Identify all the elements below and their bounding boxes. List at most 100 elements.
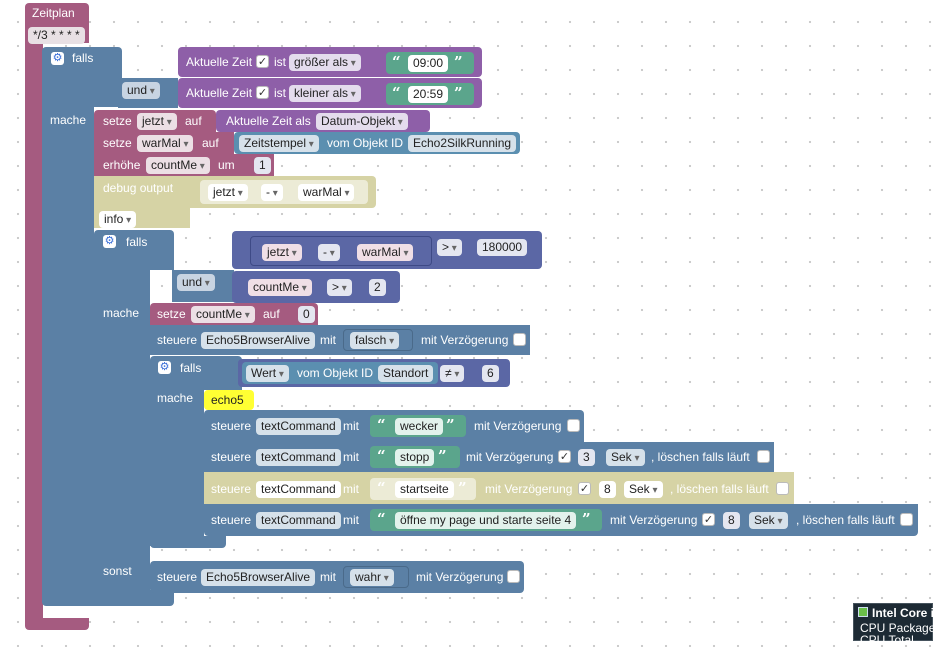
time-label-1: Aktuelle Zeit (186, 55, 253, 69)
command-target[interactable]: textCommand (256, 512, 341, 529)
delay-label: mit Verzögerung (474, 419, 562, 433)
widget-line-1: CPU Package (860, 621, 933, 635)
clear-if-running-label: , löschen falls läuft (651, 450, 750, 464)
minus-operator[interactable]: - (261, 184, 283, 201)
comment-label: echo5 (211, 393, 244, 407)
quote-close-icon: ” (582, 510, 591, 528)
quote-close-icon: ” (446, 416, 455, 434)
bool-dropdown-falsch[interactable]: falsch (350, 332, 400, 349)
wert-dropdown[interactable]: Wert (246, 365, 289, 382)
checkbox-icon[interactable]: ✓ (702, 513, 715, 526)
cmp-var-jetzt[interactable]: jetzt (262, 244, 302, 261)
chip-icon (858, 607, 868, 617)
current-time-label: Aktuelle Zeit als (226, 114, 311, 128)
checkbox-icon[interactable] (567, 419, 580, 432)
schedule-block-spine (25, 40, 43, 623)
quote-open-icon: “ (377, 510, 386, 528)
time-value-1[interactable]: 09:00 (408, 55, 449, 72)
checkbox-icon[interactable]: ✓ (558, 450, 571, 463)
quote-open-icon: “ (377, 479, 386, 497)
quote-close-icon: ” (454, 84, 463, 102)
auf-label: auf (263, 307, 280, 321)
operator-dropdown-1[interactable]: größer als (289, 54, 361, 71)
cmp-value-2[interactable]: 2 (369, 279, 386, 296)
delay-label: mit Verzögerung (421, 333, 509, 347)
gear-icon[interactable]: ⚙ (51, 52, 64, 65)
delay-value[interactable]: 8 (599, 481, 616, 498)
delay-label: mit Verzögerung (466, 450, 554, 464)
debug-var-warmal[interactable]: warMal (298, 184, 355, 201)
var-countme-dropdown[interactable]: countMe (146, 157, 210, 174)
checkbox-icon[interactable] (900, 513, 913, 526)
cmp-var-countme[interactable]: countMe (248, 279, 312, 296)
auf-label: auf (202, 136, 219, 150)
delay-label: mit Verzögerung (416, 570, 504, 584)
checkbox-icon[interactable]: ✓ (256, 55, 269, 68)
control-target-else[interactable]: Echo5BrowserAlive (201, 569, 316, 586)
vom-objekt-label: vom Objekt ID (327, 136, 404, 150)
increment-value[interactable]: 1 (254, 157, 271, 174)
format-dropdown[interactable]: Datum-Objekt (316, 113, 408, 130)
command-text[interactable]: stopp (395, 449, 435, 466)
set-countme-value[interactable]: 0 (298, 306, 315, 323)
cmp-value-180000[interactable]: 180000 (477, 239, 528, 256)
delay-value[interactable]: 8 (723, 512, 740, 529)
delay-unit-dropdown[interactable]: Sek (749, 512, 788, 529)
cmp-gt-op-2[interactable]: > (327, 279, 352, 296)
delay-unit-dropdown[interactable]: Sek (606, 449, 645, 466)
gear-icon[interactable]: ⚙ (103, 235, 116, 248)
comment-echo5[interactable] (204, 390, 254, 410)
if3-mache-label: mache (157, 391, 194, 405)
checkbox-icon[interactable]: ✓ (256, 86, 269, 99)
debug-var-jetzt[interactable]: jetzt (208, 184, 248, 201)
var-countme-dropdown[interactable]: countMe (191, 306, 255, 323)
gear-icon[interactable]: ⚙ (158, 361, 171, 374)
delay-unit-dropdown[interactable]: Sek (624, 481, 663, 498)
steuere-label: steuere (211, 513, 252, 527)
checkbox-icon[interactable] (776, 482, 789, 495)
if-block-spine (42, 100, 94, 602)
checkbox-icon[interactable] (513, 333, 526, 346)
command-text[interactable]: wecker (395, 418, 444, 435)
mit-label: mit (343, 513, 359, 527)
ist-label-2: ist (274, 86, 286, 100)
auf-label: auf (185, 114, 202, 128)
neq-operator[interactable]: ≠ (440, 365, 465, 382)
debug-level-dropdown[interactable]: info (99, 211, 137, 228)
checkbox-icon[interactable] (507, 570, 520, 583)
mit-label: mit (320, 570, 336, 584)
cmp-var-warmal[interactable]: warMal (357, 244, 414, 261)
checkbox-icon[interactable] (757, 450, 770, 463)
object-id-field[interactable]: Echo2SilkRunning (408, 135, 517, 152)
if3-value[interactable]: 6 (482, 365, 499, 382)
checkbox-icon[interactable]: ✓ (578, 482, 591, 495)
quote-open-icon: “ (377, 416, 386, 434)
time-label-2: Aktuelle Zeit (186, 86, 253, 100)
command-target[interactable]: textCommand (256, 418, 341, 435)
command-target[interactable]: textCommand (256, 449, 341, 466)
und-dropdown[interactable]: und (177, 274, 215, 291)
timestamp-dropdown[interactable]: Zeitstempel (239, 135, 319, 152)
time-value-2[interactable]: 20:59 (408, 86, 449, 103)
cmp-gt-op[interactable]: > (437, 239, 462, 256)
if2-block-bottom (94, 590, 174, 604)
setze-label: setze (157, 307, 186, 321)
bool-dropdown-wahr[interactable]: wahr (350, 569, 394, 586)
var-warmal-dropdown[interactable]: warMal (137, 135, 194, 152)
command-text[interactable]: öffne my page und starte seite 4 (395, 512, 577, 529)
clear-if-running-label: , löschen falls läuft (796, 513, 895, 527)
command-text[interactable]: startseite (395, 481, 454, 498)
object-id-standort[interactable]: Standort (378, 365, 434, 382)
var-jetzt-dropdown[interactable]: jetzt (137, 113, 177, 130)
delay-value[interactable]: 3 (578, 449, 595, 466)
cmp-minus-op[interactable]: - (318, 244, 340, 261)
command-target[interactable]: textCommand (256, 481, 341, 498)
und-dropdown[interactable]: und (122, 82, 160, 99)
if-falls-label: falls (72, 51, 94, 65)
cron-field[interactable]: */3 * * * * (28, 27, 85, 44)
setze-label: setze (103, 136, 132, 150)
operator-dropdown-2[interactable]: kleiner als (289, 85, 361, 102)
schedule-block-bottom (25, 618, 89, 630)
steuere-label: steuere (211, 450, 252, 464)
control-target-1[interactable]: Echo5BrowserAlive (201, 332, 316, 349)
